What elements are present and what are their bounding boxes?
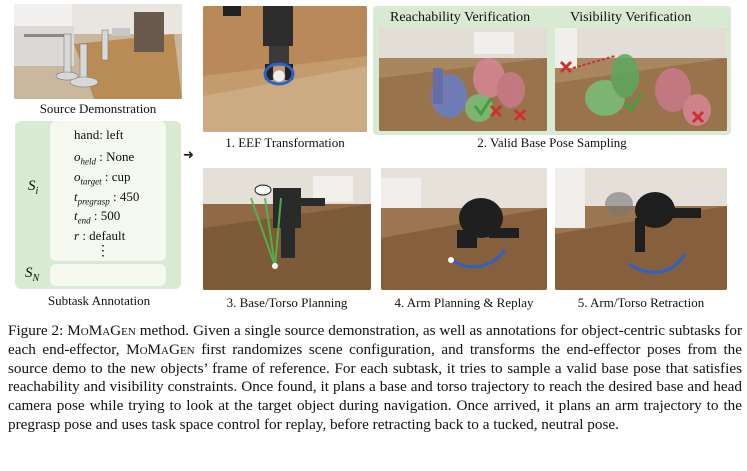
- reachability-verification-title: Reachability Verification: [390, 10, 531, 25]
- figure-caption: Figure 2: MoMaGen method. Given a single…: [8, 322, 742, 435]
- visibility-verification-title: Visibility Verification: [570, 10, 692, 25]
- caption-method-name-2: MoMaGen: [126, 340, 195, 358]
- attr-hand: hand: left: [74, 127, 124, 142]
- caption-method-name: MoMaGen: [67, 322, 136, 339]
- attr-o-target: otarget : cup: [74, 169, 131, 187]
- subtask-sn-box: [50, 264, 166, 286]
- subtask-si-attributes-box: [50, 121, 166, 261]
- arm-torso-retraction-label: 5. Arm/Torso Retraction: [577, 295, 705, 310]
- visibility-verification-image: [555, 28, 727, 131]
- reachability-verification-image: [379, 28, 547, 131]
- attr-t-end: tend : 500: [74, 208, 121, 226]
- attr-t-pregrasp: tpregrasp : 450: [74, 189, 140, 207]
- arrow-right-icon: ➜: [183, 148, 194, 163]
- source-demonstration-label: Source Demonstration: [39, 101, 157, 116]
- eef-transformation-image: [203, 6, 367, 132]
- arm-planning-replay-label: 4. Arm Planning & Replay: [394, 295, 534, 310]
- subtask-annotation-label: Subtask Annotation: [47, 293, 151, 308]
- eef-transformation-label: 1. EEF Transformation: [225, 135, 345, 150]
- source-demonstration-image: [14, 4, 182, 99]
- arm-torso-retraction-image: [555, 168, 727, 290]
- subtask-si-label: Si: [28, 178, 39, 197]
- attr-ellipsis: ⋮: [96, 244, 110, 259]
- caption-figure-number: Figure 2:: [8, 322, 68, 339]
- attr-r: r : default: [74, 228, 126, 243]
- attr-o-held: oheld : None: [74, 149, 135, 167]
- base-pose-sampling-label: 2. Valid Base Pose Sampling: [477, 135, 627, 150]
- base-torso-planning-image: [203, 168, 371, 290]
- caption-text-2: first randomizes scene configuration, an…: [8, 340, 742, 433]
- base-torso-planning-label: 3. Base/Torso Planning: [226, 295, 348, 310]
- subtask-sn-label: SN: [25, 265, 40, 284]
- caption-text-1: method. Given a single source demonstrat…: [8, 322, 742, 358]
- arm-planning-replay-image: [381, 168, 547, 290]
